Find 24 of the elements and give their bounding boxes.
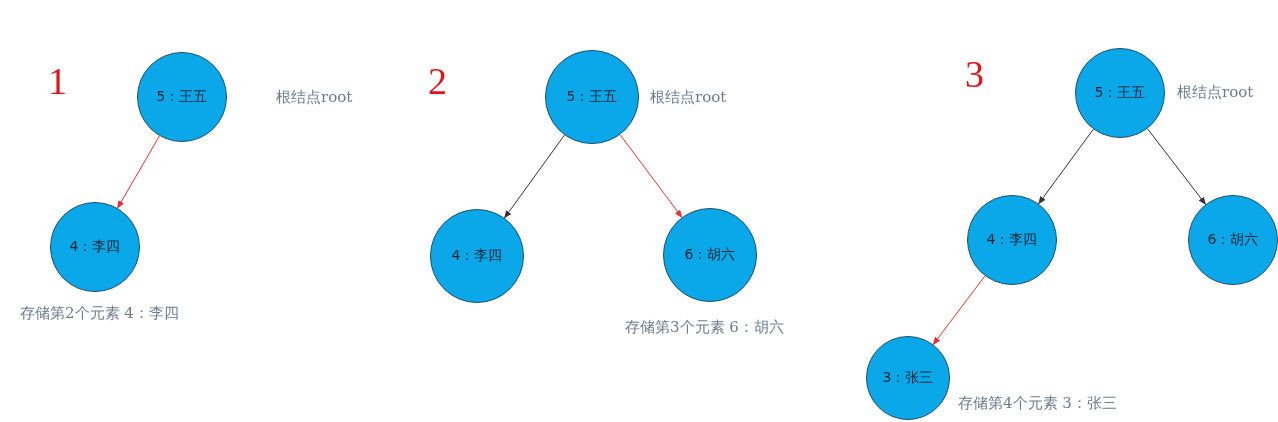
tree-node-circle: 6：胡六: [663, 208, 757, 302]
node-note: 存储第4个元素 3：张三: [958, 394, 1117, 413]
node-note: 存储第3个元素 6：胡六: [625, 318, 784, 337]
arrow: [504, 134, 565, 219]
arrow: [117, 135, 160, 209]
tree-node-circle: 4：李四: [50, 202, 140, 292]
tree-node-circle: 6：胡六: [1188, 195, 1278, 285]
node-note: 存储第2个元素 4：李四: [20, 304, 179, 323]
step-number: 1: [48, 62, 67, 100]
tree-node-circle: 5：王五: [1075, 48, 1165, 138]
tree-node-circle: 4：李四: [967, 195, 1057, 285]
tree-node-circle: 5：王五: [545, 50, 639, 144]
tree-node-circle: 4：李四: [430, 209, 524, 303]
arrow: [1146, 128, 1207, 205]
arrow: [932, 275, 986, 346]
tree-node-circle: 3：张三: [866, 336, 950, 420]
step-number: 2: [428, 62, 447, 100]
tree-node-circle: 5：王五: [137, 52, 227, 142]
step-number: 3: [965, 55, 984, 93]
node-note: 根结点root: [276, 88, 353, 107]
arrow: [1038, 128, 1094, 205]
arrow: [619, 134, 683, 218]
node-note: 根结点root: [1177, 83, 1254, 102]
node-note: 根结点root: [650, 88, 727, 107]
